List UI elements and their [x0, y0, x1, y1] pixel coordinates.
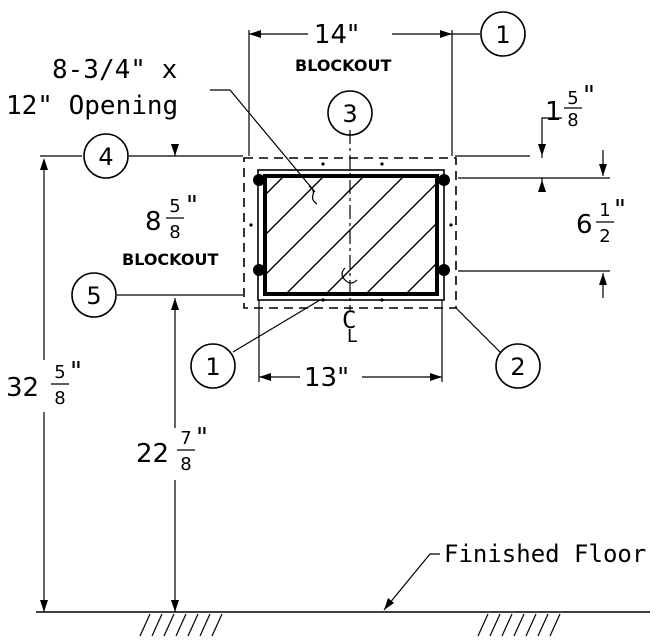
svg-text:8: 8: [169, 222, 180, 243]
dim-22-7-8: 22 7 8 ": [136, 423, 208, 475]
anchor-bolt-bottom-right: [438, 264, 450, 276]
opening-leader: [210, 89, 316, 193]
callout-1: [190, 343, 236, 389]
opening-hatch: [265, 176, 437, 294]
svg-text:5: 5: [54, 362, 65, 383]
svg-text:32: 32: [6, 373, 39, 403]
dim-1-5-8: 1 5 8 ": [545, 81, 595, 131]
dim-32-5-8: 32 5 8 ": [6, 357, 82, 409]
svg-text:1: 1: [545, 97, 562, 127]
svg-text:5: 5: [567, 88, 578, 109]
callout-3-label: 3: [342, 100, 357, 128]
callout-2-label: 2: [510, 353, 525, 381]
dim-14-label: 14": [314, 20, 359, 50]
floor-hatch-right: [477, 613, 561, 637]
centerline-sub: L: [347, 326, 357, 347]
callout-4: [83, 133, 129, 179]
svg-text:22: 22: [136, 439, 169, 469]
svg-text:8: 8: [145, 207, 162, 237]
svg-text:5: 5: [169, 196, 180, 217]
frame-outer: [257, 169, 445, 301]
opening-label-line2: 12" Opening: [6, 91, 178, 121]
opening-label-line1: 8-3/4" x: [52, 55, 177, 85]
callout-5-left: [71, 272, 117, 318]
callout-4-label: 4: [98, 143, 113, 171]
callout-2: [495, 343, 541, 389]
finished-floor-label: Finished Floor: [444, 540, 646, 568]
anchor-bolt-top-left: [253, 174, 265, 186]
svg-text:6: 6: [576, 210, 593, 240]
finished-floor-leader: [383, 553, 440, 611]
blockout-side-label: BLOCKOUT: [122, 250, 218, 269]
callout-5-top: [480, 11, 526, 57]
opening-frame: [263, 174, 439, 296]
svg-text:": ": [583, 81, 595, 111]
svg-text:": ": [186, 191, 198, 221]
svg-text:1: 1: [599, 200, 610, 221]
blockout-top-label: BLOCKOUT: [295, 56, 391, 75]
anchor-bolt-bottom-left: [253, 264, 265, 276]
frame-dots: [249, 162, 453, 302]
dim-6-1-2: 6 1 2 ": [576, 195, 626, 247]
svg-text:8: 8: [54, 388, 65, 409]
callout-5-top-label: 1: [495, 21, 510, 49]
callout-3: [327, 90, 373, 136]
svg-text:8: 8: [567, 110, 578, 131]
svg-text:": ": [614, 195, 626, 225]
svg-text:": ": [196, 423, 208, 453]
anchor-bolt-top-right: [438, 174, 450, 186]
dim-8-5-8: 8 5 8 ": [145, 191, 198, 243]
dim-13-label: 13": [304, 363, 349, 393]
svg-text:8: 8: [180, 454, 191, 475]
centerline-label: C: [342, 306, 356, 334]
svg-text:2: 2: [599, 226, 610, 247]
svg-text:7: 7: [180, 428, 191, 449]
floor-hatch-left: [139, 613, 223, 637]
svg-text:": ": [70, 357, 82, 387]
callout-1-label: 1: [205, 353, 220, 381]
callout-5-left-label: 5: [86, 282, 101, 310]
